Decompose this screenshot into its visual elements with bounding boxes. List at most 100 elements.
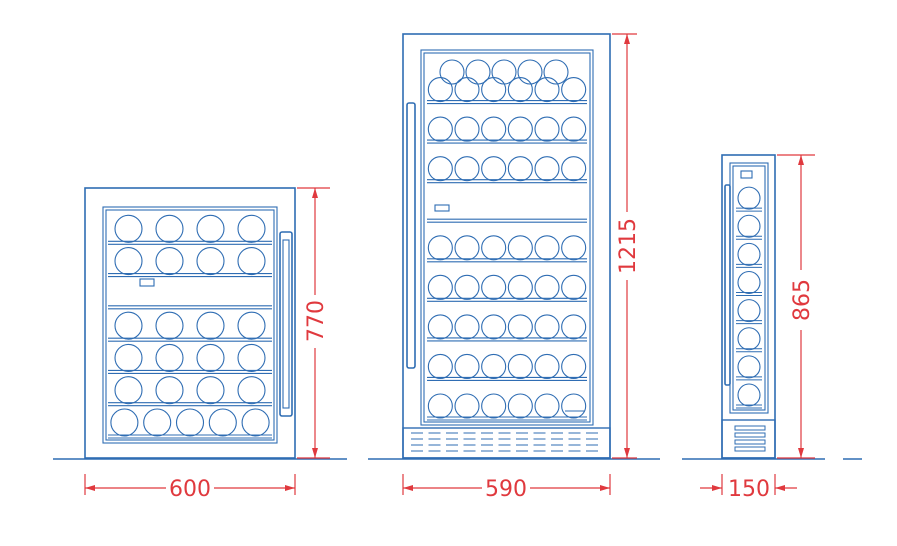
wine-bottle	[481, 156, 507, 182]
arrow-up	[624, 34, 630, 44]
wine-bottle	[196, 214, 225, 243]
wine-bottle	[737, 270, 761, 295]
wine-bottle	[534, 274, 560, 300]
wine-bottle	[114, 343, 143, 372]
cabinet-outline	[402, 33, 611, 459]
wine-bottle	[507, 353, 533, 379]
wine-bottle	[114, 247, 143, 276]
height-dimension-865: 865	[777, 154, 815, 459]
undercounter-cooler	[84, 187, 296, 459]
wine-bottle	[427, 116, 453, 142]
wine-bottle	[517, 59, 543, 85]
wine-bottle	[454, 353, 480, 379]
arrow-right	[600, 485, 610, 491]
shelf-group	[736, 186, 762, 409]
wine-bottle	[507, 77, 533, 103]
wine-bottle	[237, 311, 266, 340]
arrow-down	[798, 448, 804, 458]
ventilation-grille	[721, 419, 776, 459]
wine-bottle	[481, 235, 507, 261]
shelf-group	[108, 214, 272, 439]
height-label: 1215	[616, 218, 641, 274]
wine-bottle	[454, 156, 480, 182]
wine-bottle	[237, 214, 266, 243]
wine-bottle	[208, 408, 237, 437]
wine-bottle	[427, 156, 453, 182]
wine-bottle	[427, 274, 453, 300]
wine-bottle	[481, 116, 507, 142]
wine-bottle	[534, 314, 560, 340]
control-panel	[139, 278, 155, 287]
arrow-down	[624, 448, 630, 458]
door-handle	[279, 231, 293, 417]
wine-bottle	[534, 235, 560, 261]
wine-bottle	[454, 314, 480, 340]
wine-bottle	[155, 214, 184, 243]
cabinet-outline	[84, 187, 296, 459]
wine-bottle	[427, 314, 453, 340]
wine-bottle	[454, 393, 480, 419]
wine-bottle	[427, 353, 453, 379]
width-label: 590	[485, 477, 527, 502]
wine-bottle	[507, 156, 533, 182]
glass-door-inner	[105, 209, 275, 441]
wine-bottle	[155, 343, 184, 372]
slim-cooler	[721, 154, 776, 459]
wine-bottle	[175, 408, 205, 437]
wine-bottle	[481, 314, 507, 340]
wine-bottle	[534, 353, 560, 379]
wine-bottle	[534, 393, 560, 419]
wine-bottle	[561, 77, 587, 103]
ventilation-grille	[402, 427, 611, 459]
arrow-left	[712, 485, 722, 491]
wine-bottle	[534, 156, 560, 182]
wine-bottle	[737, 299, 761, 323]
wine-bottle	[507, 274, 533, 300]
arrow-down	[312, 448, 318, 458]
control-panel	[434, 204, 450, 212]
wine-bottle	[737, 214, 761, 238]
height-label: 770	[304, 300, 329, 342]
wine-bottle	[114, 311, 143, 340]
wine-bottle	[737, 355, 761, 379]
wine-bottle	[237, 247, 266, 276]
glass-door-inner	[423, 52, 591, 423]
wine-bottle	[155, 311, 184, 340]
width-dimension-150: 150	[700, 474, 797, 502]
wine-bottle	[737, 186, 761, 210]
wine-bottle	[481, 77, 507, 103]
wine-bottle	[507, 314, 533, 340]
wine-bottle	[196, 343, 225, 372]
wine-bottle	[237, 343, 266, 372]
vent-frame	[402, 427, 611, 459]
arrow-up	[312, 188, 318, 198]
wine-bottle	[561, 116, 587, 142]
wine-bottle	[507, 235, 533, 261]
vent-slot	[734, 432, 766, 438]
wine-bottle	[155, 376, 184, 405]
wine-bottle	[543, 59, 569, 85]
wine-bottle	[561, 235, 587, 261]
glass-door	[102, 206, 278, 444]
vent-slot	[734, 439, 766, 445]
tall-cooler	[402, 33, 611, 459]
arrow-left	[403, 485, 413, 491]
glass-door	[420, 49, 594, 426]
wine-bottle	[561, 274, 587, 300]
glass-door	[729, 162, 769, 414]
wine-bottle	[454, 274, 480, 300]
wine-bottle	[481, 353, 507, 379]
wine-bottle	[196, 376, 225, 405]
control-panel	[740, 170, 753, 179]
arrow-left	[85, 485, 95, 491]
wine-bottle	[534, 116, 560, 142]
door-handle-grip	[282, 239, 290, 409]
height-label: 865	[790, 279, 815, 321]
wine-bottle	[237, 376, 266, 405]
wine-bottle	[427, 393, 453, 419]
arrow-up	[798, 155, 804, 165]
vent-slot	[734, 446, 766, 452]
width-label: 150	[728, 477, 770, 502]
wine-bottle	[454, 77, 480, 103]
